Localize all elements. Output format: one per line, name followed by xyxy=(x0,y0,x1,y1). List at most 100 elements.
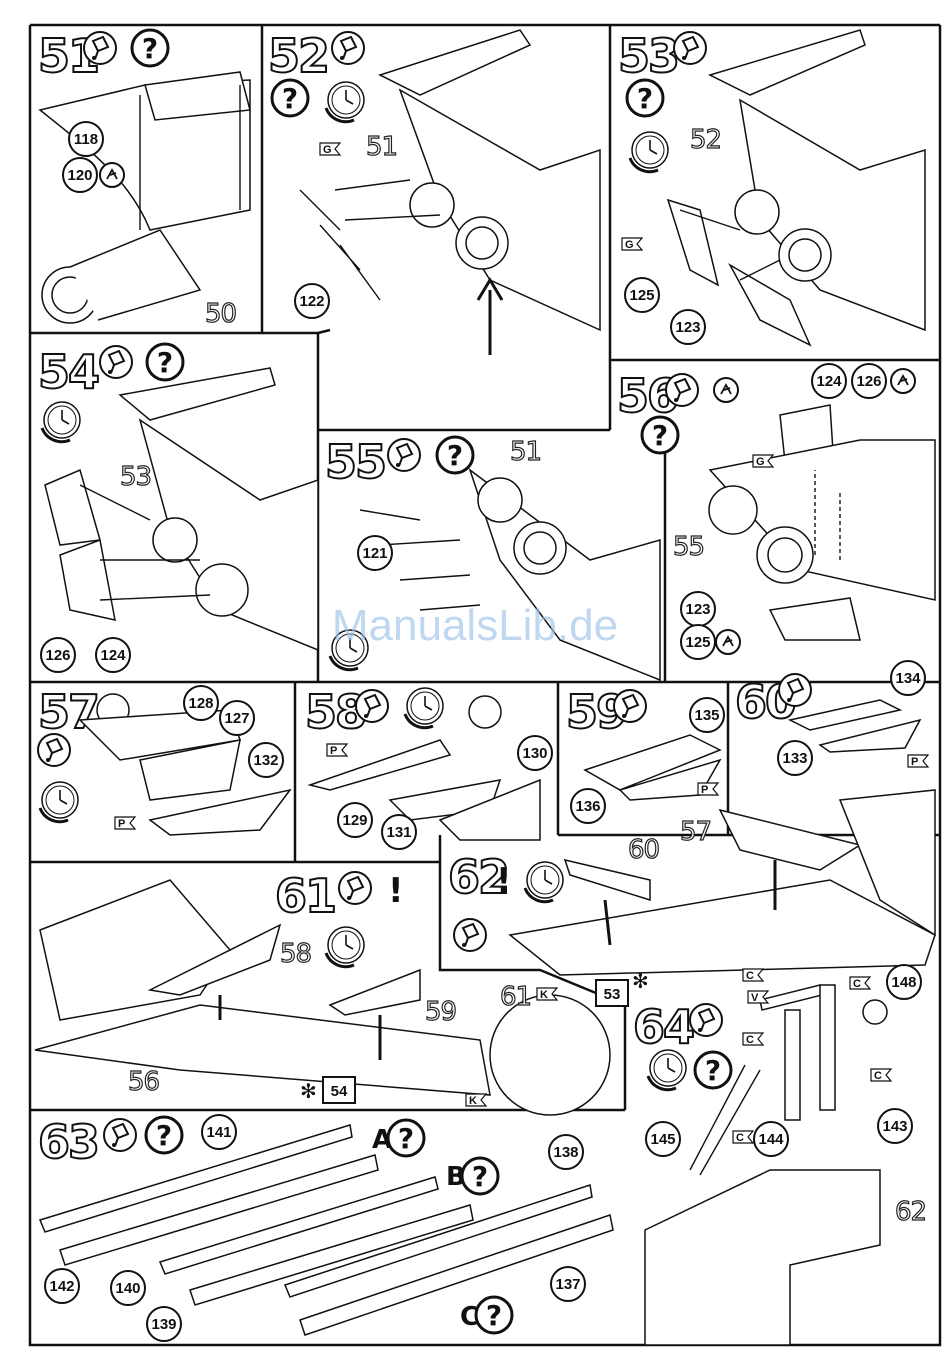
svg-text:139: 139 xyxy=(151,1316,176,1333)
assembly-arrow xyxy=(478,280,502,355)
part-callout-122: 122 xyxy=(295,284,329,318)
flag-c: C xyxy=(743,969,763,982)
flip-icon xyxy=(891,369,915,393)
question-icon xyxy=(132,30,168,66)
flag-p: P xyxy=(327,744,347,757)
part-callout-130: 130 xyxy=(518,736,552,770)
ref-50: 50 xyxy=(205,299,236,329)
svg-text:132: 132 xyxy=(253,752,278,769)
flag-c: C xyxy=(850,977,870,990)
svg-text:130: 130 xyxy=(522,745,547,762)
part-callout-125: 125 xyxy=(681,625,715,659)
ref-62: 62 xyxy=(895,1197,926,1227)
nozzle-left xyxy=(410,183,454,227)
svg-text:C: C xyxy=(736,1132,744,1144)
svg-text:140: 140 xyxy=(115,1280,140,1297)
attention-mark: ! xyxy=(388,871,404,911)
part-callout-143: 143 xyxy=(878,1109,912,1143)
clock-icon xyxy=(326,927,364,967)
svg-text:P: P xyxy=(911,756,918,768)
glue-icon xyxy=(356,690,388,722)
strut-drawing xyxy=(820,985,835,1110)
svg-text:126: 126 xyxy=(856,373,881,390)
svg-text:53: 53 xyxy=(604,986,621,1003)
step-55-number: 55 xyxy=(325,435,385,489)
part-callout-135: 135 xyxy=(690,698,724,732)
svg-text:145: 145 xyxy=(650,1131,675,1148)
step-64: 64 148 143 145 144 62 C V C xyxy=(633,965,926,1345)
flag-g: G xyxy=(320,143,340,156)
svg-text:129: 129 xyxy=(342,812,367,829)
watermark: ManualsLib.de xyxy=(332,601,618,650)
glue-icon xyxy=(84,32,116,64)
part-126-drawing xyxy=(45,470,100,545)
ref-55: 55 xyxy=(673,532,704,562)
svg-text:P: P xyxy=(701,784,708,796)
svg-text:C: C xyxy=(746,970,754,982)
svg-text:128: 128 xyxy=(188,695,213,712)
ref-51: 51 xyxy=(366,132,397,162)
glue-icon xyxy=(332,32,364,64)
ref-60: 60 xyxy=(628,835,659,865)
part-callout-132: 132 xyxy=(249,743,283,777)
svg-text:P: P xyxy=(330,745,337,757)
part-callout-134: 134 xyxy=(891,661,925,695)
clock-icon xyxy=(405,688,443,728)
strut-drawing xyxy=(785,1010,800,1120)
detail-view xyxy=(490,995,610,1115)
glue-icon xyxy=(614,690,646,722)
svg-text:144: 144 xyxy=(758,1131,784,1148)
part-callout-139: 139 xyxy=(147,1307,181,1341)
handle-drawing xyxy=(760,985,822,1010)
step-64-number: 64 xyxy=(633,1000,693,1054)
step-58-number: 58 xyxy=(305,685,365,739)
svg-text:125: 125 xyxy=(685,634,710,651)
clock-icon xyxy=(42,402,80,442)
svg-text:134: 134 xyxy=(895,670,921,687)
step-57: 57 128 127 132 P xyxy=(38,685,290,835)
step-52-number: 52 xyxy=(268,29,328,83)
ref-57: 57 xyxy=(680,817,711,847)
tail-drawing xyxy=(380,30,530,95)
svg-text:G: G xyxy=(323,144,332,156)
svg-text:120: 120 xyxy=(67,167,92,184)
asterisk-symbol: ✻ xyxy=(300,1079,317,1103)
glue-icon xyxy=(104,1119,136,1151)
step-54: 54 126 124 53 xyxy=(38,344,318,672)
question-icon xyxy=(388,1120,424,1156)
fuselage-drawing xyxy=(40,880,230,1020)
step-53-number: 53 xyxy=(618,29,678,83)
part-125-drawing xyxy=(668,200,718,285)
clock-icon xyxy=(40,782,78,822)
part-callout-131: 131 xyxy=(382,815,416,849)
tail-drawing xyxy=(710,30,865,95)
svg-text:K: K xyxy=(540,989,548,1001)
question-icon xyxy=(147,344,183,380)
question-icon xyxy=(627,80,663,116)
part-callout-128: 128 xyxy=(184,686,218,720)
part-callout-148: 148 xyxy=(887,965,921,999)
part-callout-137: 137 xyxy=(551,1267,585,1301)
ref-59: 59 xyxy=(425,997,456,1027)
part-callout-140: 140 xyxy=(111,1271,145,1305)
part-callout-136: 136 xyxy=(571,789,605,823)
part-callout-133: 133 xyxy=(778,741,812,775)
clock-icon xyxy=(525,862,563,902)
flag-k: K xyxy=(466,1094,486,1107)
step-61-number: 61 xyxy=(275,869,335,923)
part-134-drawing xyxy=(790,700,900,730)
part-callout-145: 145 xyxy=(646,1122,680,1156)
part-callout-126: 126 xyxy=(41,638,75,672)
flag-c: C xyxy=(743,1033,763,1046)
question-icon xyxy=(462,1158,498,1194)
flag-g: G xyxy=(622,238,642,251)
step-54-number: 54 xyxy=(38,345,98,399)
part-callout-144: 144 xyxy=(754,1122,788,1156)
svg-text:V: V xyxy=(751,992,759,1004)
svg-text:123: 123 xyxy=(685,601,710,618)
svg-text:126: 126 xyxy=(45,647,70,664)
svg-text:124: 124 xyxy=(816,373,842,390)
part-callout-118: 118 xyxy=(69,122,103,156)
svg-text:125: 125 xyxy=(629,287,654,304)
svg-text:121: 121 xyxy=(362,545,387,562)
